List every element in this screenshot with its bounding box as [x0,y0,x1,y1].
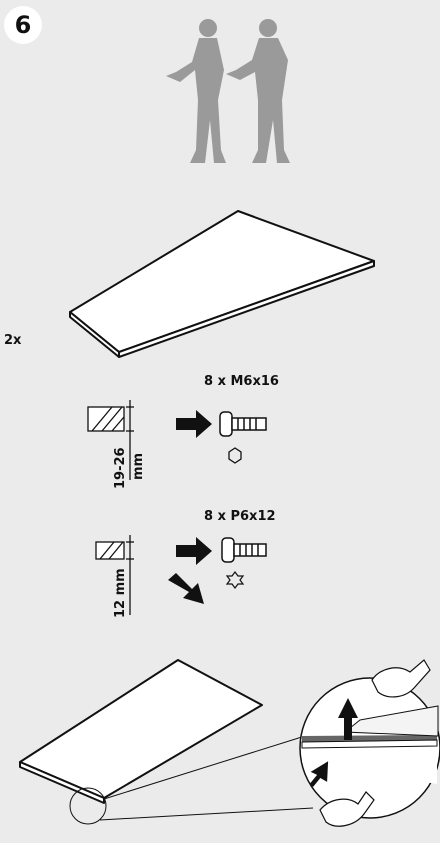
wood-thickness-diagram-2 [95,535,134,615]
step-number: 6 [14,11,32,39]
step-badge: 6 [4,6,42,44]
wood-thickness-diagram-1 [87,400,134,480]
arrow-right-icon [176,537,212,565]
arrow-up-icon [338,698,358,740]
hex-icon [228,447,242,464]
screw-spec-label: 8 x P6x12 [204,509,276,524]
thickness-unit-label: mm [131,452,146,480]
quantity-label: 2x [4,333,22,348]
thickness-label: 19-26 [113,447,128,489]
panel-board-drawing [69,210,375,358]
screw-spec-label: 8 x M6x16 [204,374,279,389]
screw-icon [219,411,267,437]
two-people-icon [166,19,290,163]
thickness-label: 12 mm [113,568,128,618]
arrow-right-icon [176,410,212,438]
torx-icon [225,571,245,589]
arrow-up-left-icon [309,761,329,787]
detail-circle [69,787,107,825]
protective-film-detail [299,659,440,827]
arrow-down-right-icon [168,573,204,604]
screw-icon [221,537,267,563]
panel-board-drawing-2 [19,659,263,804]
